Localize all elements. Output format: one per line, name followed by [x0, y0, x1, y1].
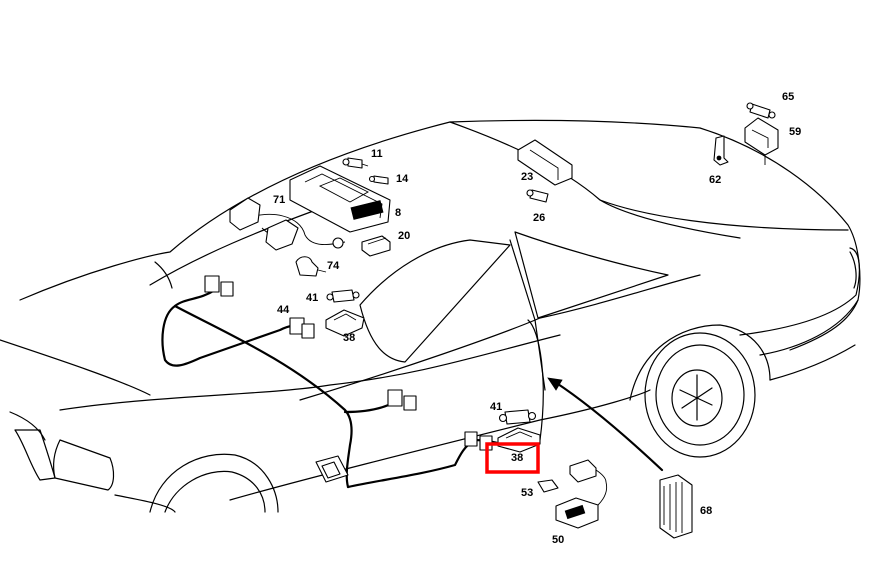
label-20: 20	[398, 230, 410, 242]
label-8: 8	[395, 207, 401, 219]
label-50: 50	[552, 534, 564, 546]
part-59-lamp	[744, 117, 779, 165]
label-62: 62	[709, 174, 721, 186]
label-53: 53	[521, 487, 533, 499]
part-68-control-module	[659, 474, 693, 539]
part-8-overhead-console	[289, 165, 391, 233]
part-23-reading-lamp	[517, 139, 573, 186]
connector-44	[289, 317, 315, 339]
part-71-dome-harness	[229, 197, 344, 251]
label-71: 71	[273, 194, 285, 206]
label-59: 59	[789, 126, 801, 138]
connector-sill	[315, 455, 349, 483]
label-38-highlighted: 38	[511, 452, 523, 464]
part-20-switch	[361, 235, 391, 257]
label-14: 14	[396, 173, 409, 185]
part-11-bulb	[342, 157, 369, 169]
label-11: 11	[371, 148, 383, 160]
part-50-door-lamp	[555, 459, 608, 529]
part-labels: 65 59 62 11 14 23 8 71 26 20 74 41 44 38…	[273, 91, 801, 546]
car-body-outline	[0, 119, 861, 513]
part-38-top-lamp	[325, 309, 365, 337]
part-14-bulb	[368, 175, 389, 185]
highlight-box	[485, 442, 540, 474]
connector-b-pillar	[387, 389, 417, 411]
part-41-top-bulb	[326, 289, 360, 303]
harness-connectors	[204, 275, 493, 483]
part-53-bulb	[537, 479, 559, 493]
part-62-bracket	[713, 135, 729, 166]
part-65-bulb	[746, 102, 776, 119]
pointer-arrow	[547, 377, 664, 472]
label-68: 68	[700, 505, 712, 517]
label-38-top: 38	[343, 332, 355, 344]
label-44: 44	[277, 304, 290, 316]
label-41-mid: 41	[490, 401, 502, 413]
label-26: 26	[533, 212, 545, 224]
part-26-bulb	[526, 189, 549, 203]
label-65: 65	[782, 91, 794, 103]
part-38-door-lamp	[497, 427, 541, 453]
label-41-top: 41	[306, 292, 318, 304]
label-74: 74	[327, 260, 340, 272]
part-41-mid-bulb	[498, 409, 537, 425]
part-74-clip	[295, 256, 327, 277]
label-23: 23	[521, 171, 533, 183]
connector-a-pillar	[204, 275, 234, 297]
